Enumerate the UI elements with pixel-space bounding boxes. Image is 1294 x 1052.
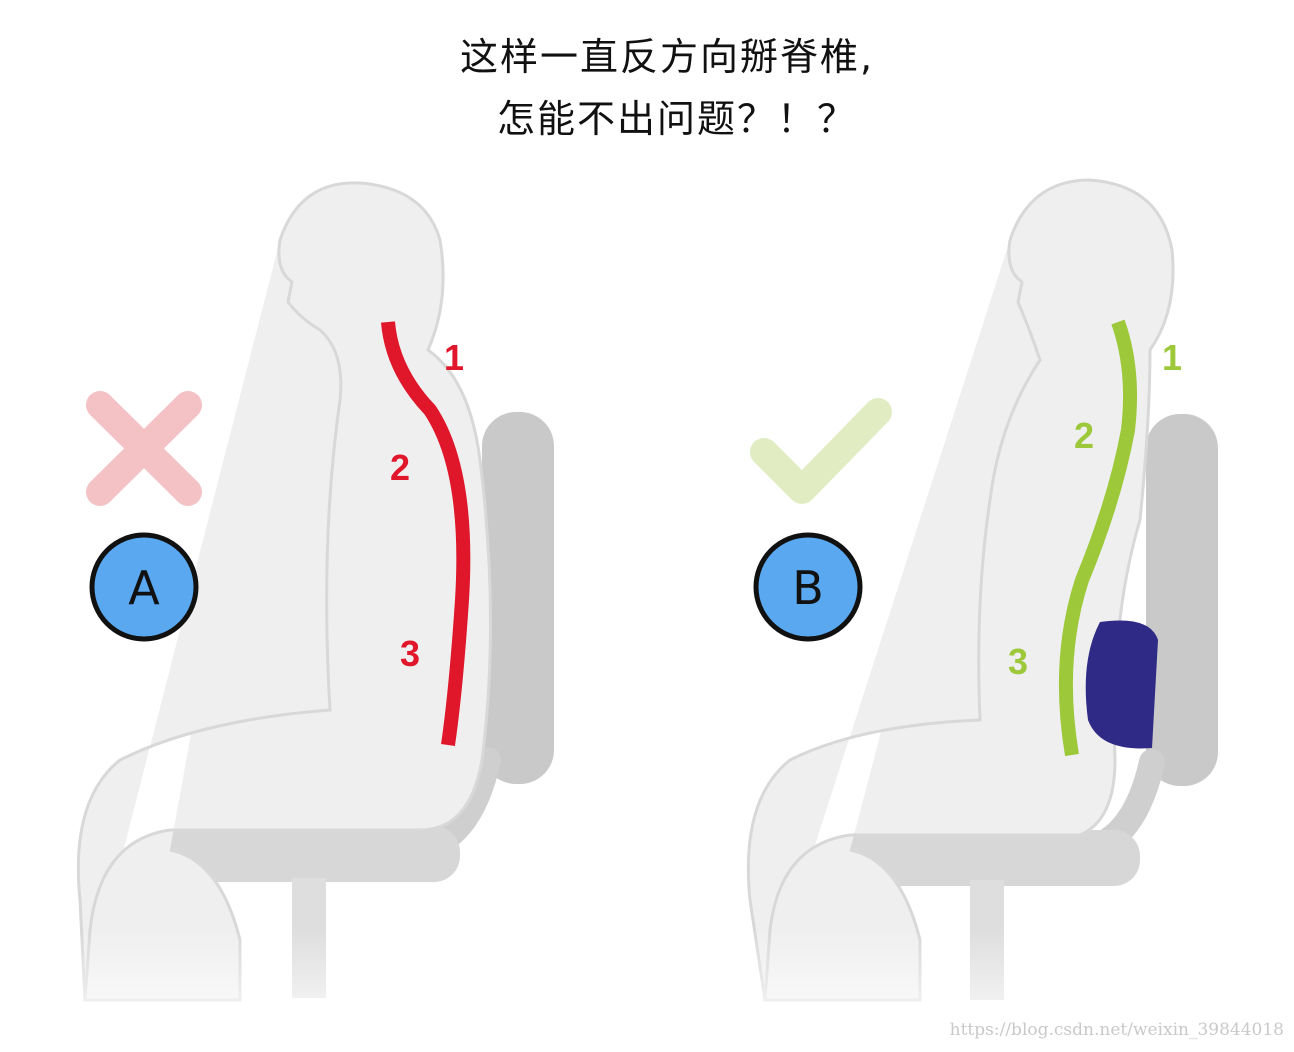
- figure-b: [746, 178, 1175, 1002]
- vertebra-label-2: 2: [1074, 415, 1094, 456]
- title-line-2: 怎能不出问题？！？: [496, 97, 857, 141]
- badge-b-letter: B: [792, 561, 824, 615]
- badge-a-letter: A: [128, 561, 160, 615]
- check-icon: [750, 398, 892, 504]
- lumbar-cushion: [1085, 620, 1158, 749]
- title-line-1: 这样一直反方向掰脊椎,: [459, 35, 875, 79]
- vertebra-label-1: 1: [1162, 337, 1182, 378]
- panel-b: 1 2 3 B: [746, 178, 1218, 1002]
- watermark: https://blog.csdn.net/weixin_39844018: [949, 1020, 1284, 1040]
- vertebra-label-2: 2: [390, 447, 410, 488]
- vertebra-label-3: 3: [400, 633, 420, 674]
- cross-icon: [86, 391, 202, 506]
- badge-b: B: [753, 532, 863, 642]
- spine-a: [381, 321, 471, 747]
- panel-a: 1 2 3 A: [76, 181, 554, 1002]
- figure-a: [76, 181, 492, 1002]
- badge-a: A: [89, 532, 199, 642]
- spine-b: [1058, 319, 1138, 757]
- bottom-fade: [0, 930, 1294, 1052]
- vertebra-label-3: 3: [1008, 641, 1028, 682]
- vertebra-label-1: 1: [444, 337, 464, 378]
